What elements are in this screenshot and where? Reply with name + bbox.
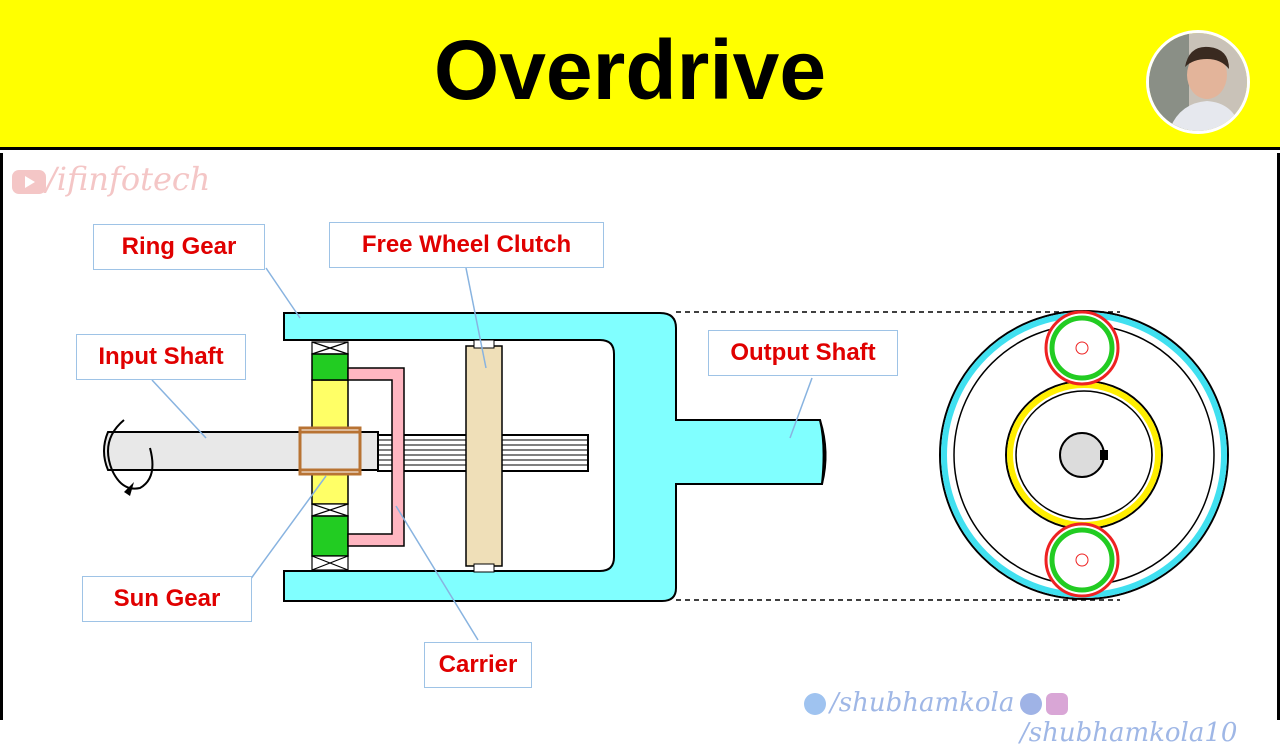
- arrow-head: [124, 482, 134, 496]
- input-shaft: [103, 431, 379, 471]
- social-handle: /shubhamkola10: [1020, 718, 1238, 748]
- sun-gear-hub: [298, 426, 362, 476]
- instagram-icon: [1046, 693, 1068, 715]
- author-avatar: [1146, 30, 1250, 134]
- twitter-icon: [804, 693, 826, 715]
- output-shaft-end: [819, 419, 827, 485]
- label-ring-gear: Ring Gear: [93, 224, 265, 270]
- output-shaft-pointer: [789, 377, 813, 439]
- clutch-pointer: [465, 267, 487, 369]
- twitter-handle: /shubhamkola: [830, 688, 1015, 718]
- planet-gear-upper: [311, 341, 349, 381]
- carrier-pointer: [395, 505, 479, 641]
- sun-gear-upper: [311, 379, 349, 429]
- label-carrier: Carrier: [424, 642, 532, 688]
- end-view: [939, 310, 1229, 600]
- ring-gear-pointer: [265, 267, 301, 319]
- planet-gear-lower: [311, 503, 349, 571]
- title-banner: Overdrive: [0, 0, 1280, 150]
- footer-social: /shubhamkola10: [1020, 688, 1280, 748]
- label-free-wheel-clutch: Free Wheel Clutch: [329, 222, 604, 268]
- end-view-planet-bottom: [1044, 522, 1120, 598]
- diagram-frame: [0, 153, 1280, 720]
- input-rotation-arrow: [107, 419, 154, 490]
- label-output-shaft: Output Shaft: [708, 330, 898, 376]
- channel-handle: /ifinfotech: [46, 160, 211, 198]
- page-title: Overdrive: [433, 23, 827, 117]
- label-sun-gear: Sun Gear: [82, 576, 252, 622]
- youtube-icon: [12, 169, 46, 194]
- sun-gear-pointer: [249, 475, 327, 581]
- input-shaft-pointer: [151, 379, 207, 439]
- overdrive-diagram: [103, 267, 1229, 641]
- footer-twitter: /shubhamkola: [804, 688, 1014, 718]
- end-view-planet-top: [1044, 310, 1120, 386]
- ring-gear-housing: [283, 312, 825, 602]
- facebook-icon: [1020, 693, 1042, 715]
- label-input-shaft: Input Shaft: [76, 334, 246, 380]
- free-wheel-clutch: [465, 345, 503, 567]
- channel-watermark: /ifinfotech: [12, 160, 210, 198]
- carrier: [347, 367, 405, 547]
